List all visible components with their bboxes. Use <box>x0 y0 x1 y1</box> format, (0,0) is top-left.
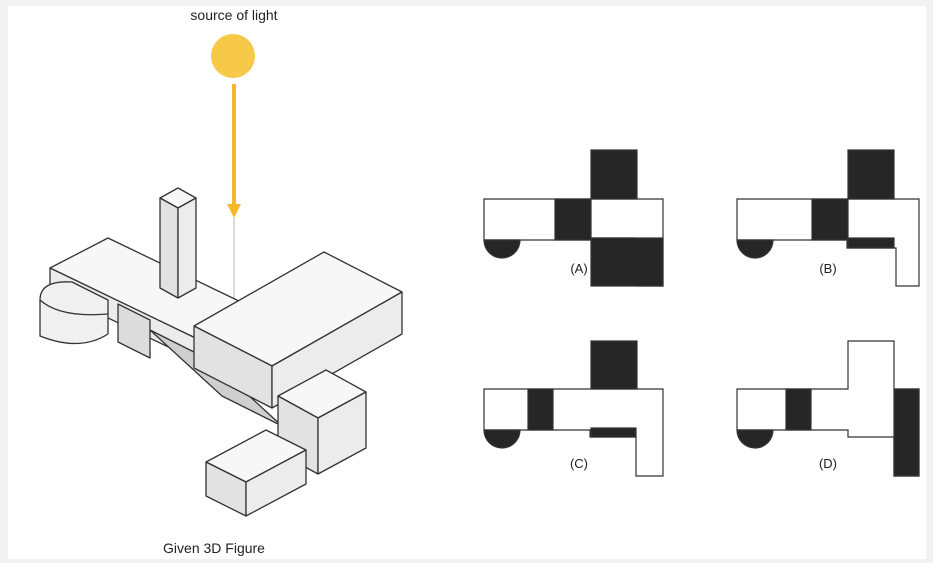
option-a-half-disc <box>483 239 521 259</box>
given-3d-figure <box>39 187 403 517</box>
option-a-shadow-top <box>590 149 638 200</box>
option-b-shadow-strip <box>847 237 895 249</box>
option-d-label: (D) <box>819 456 837 471</box>
figure-caption: Given 3D Figure <box>163 540 265 556</box>
pillar-right <box>177 197 197 299</box>
pillar-left <box>159 197 179 299</box>
support-leg <box>117 303 151 359</box>
option-d-shadow-right <box>893 388 920 477</box>
option-a[interactable]: (A) <box>483 149 664 287</box>
option-b-half-disc <box>736 239 774 259</box>
sun-icon <box>211 34 255 78</box>
option-c-half-disc <box>483 429 521 449</box>
option-c-shadow-top <box>590 340 638 390</box>
half-cylinder-edge <box>39 299 109 316</box>
option-d-shadow-mid <box>785 388 812 431</box>
option-a-label: (A) <box>570 261 587 276</box>
option-b-shadow-mid <box>811 198 849 241</box>
option-c-shadow-mid <box>527 388 554 431</box>
option-c[interactable]: (C) <box>483 340 664 477</box>
light-arrow-head <box>227 204 241 218</box>
cube-right <box>317 391 367 475</box>
option-c-label: (C) <box>570 456 588 471</box>
front-block-right <box>271 291 403 409</box>
option-a-shadow-right <box>590 237 664 287</box>
bottom-block-right <box>245 449 307 517</box>
light-source-label: source of light <box>190 7 277 23</box>
option-d[interactable]: (D) <box>736 340 920 477</box>
option-d-half-disc <box>736 429 774 449</box>
option-a-shadow-mid <box>554 198 592 241</box>
half-cylinder <box>39 281 109 345</box>
option-b-label: (B) <box>819 261 836 276</box>
option-b[interactable]: (B) <box>736 149 920 287</box>
option-c-shadow-strip <box>590 427 637 438</box>
option-b-shadow-top <box>847 149 895 200</box>
option-b-outline <box>736 198 920 287</box>
